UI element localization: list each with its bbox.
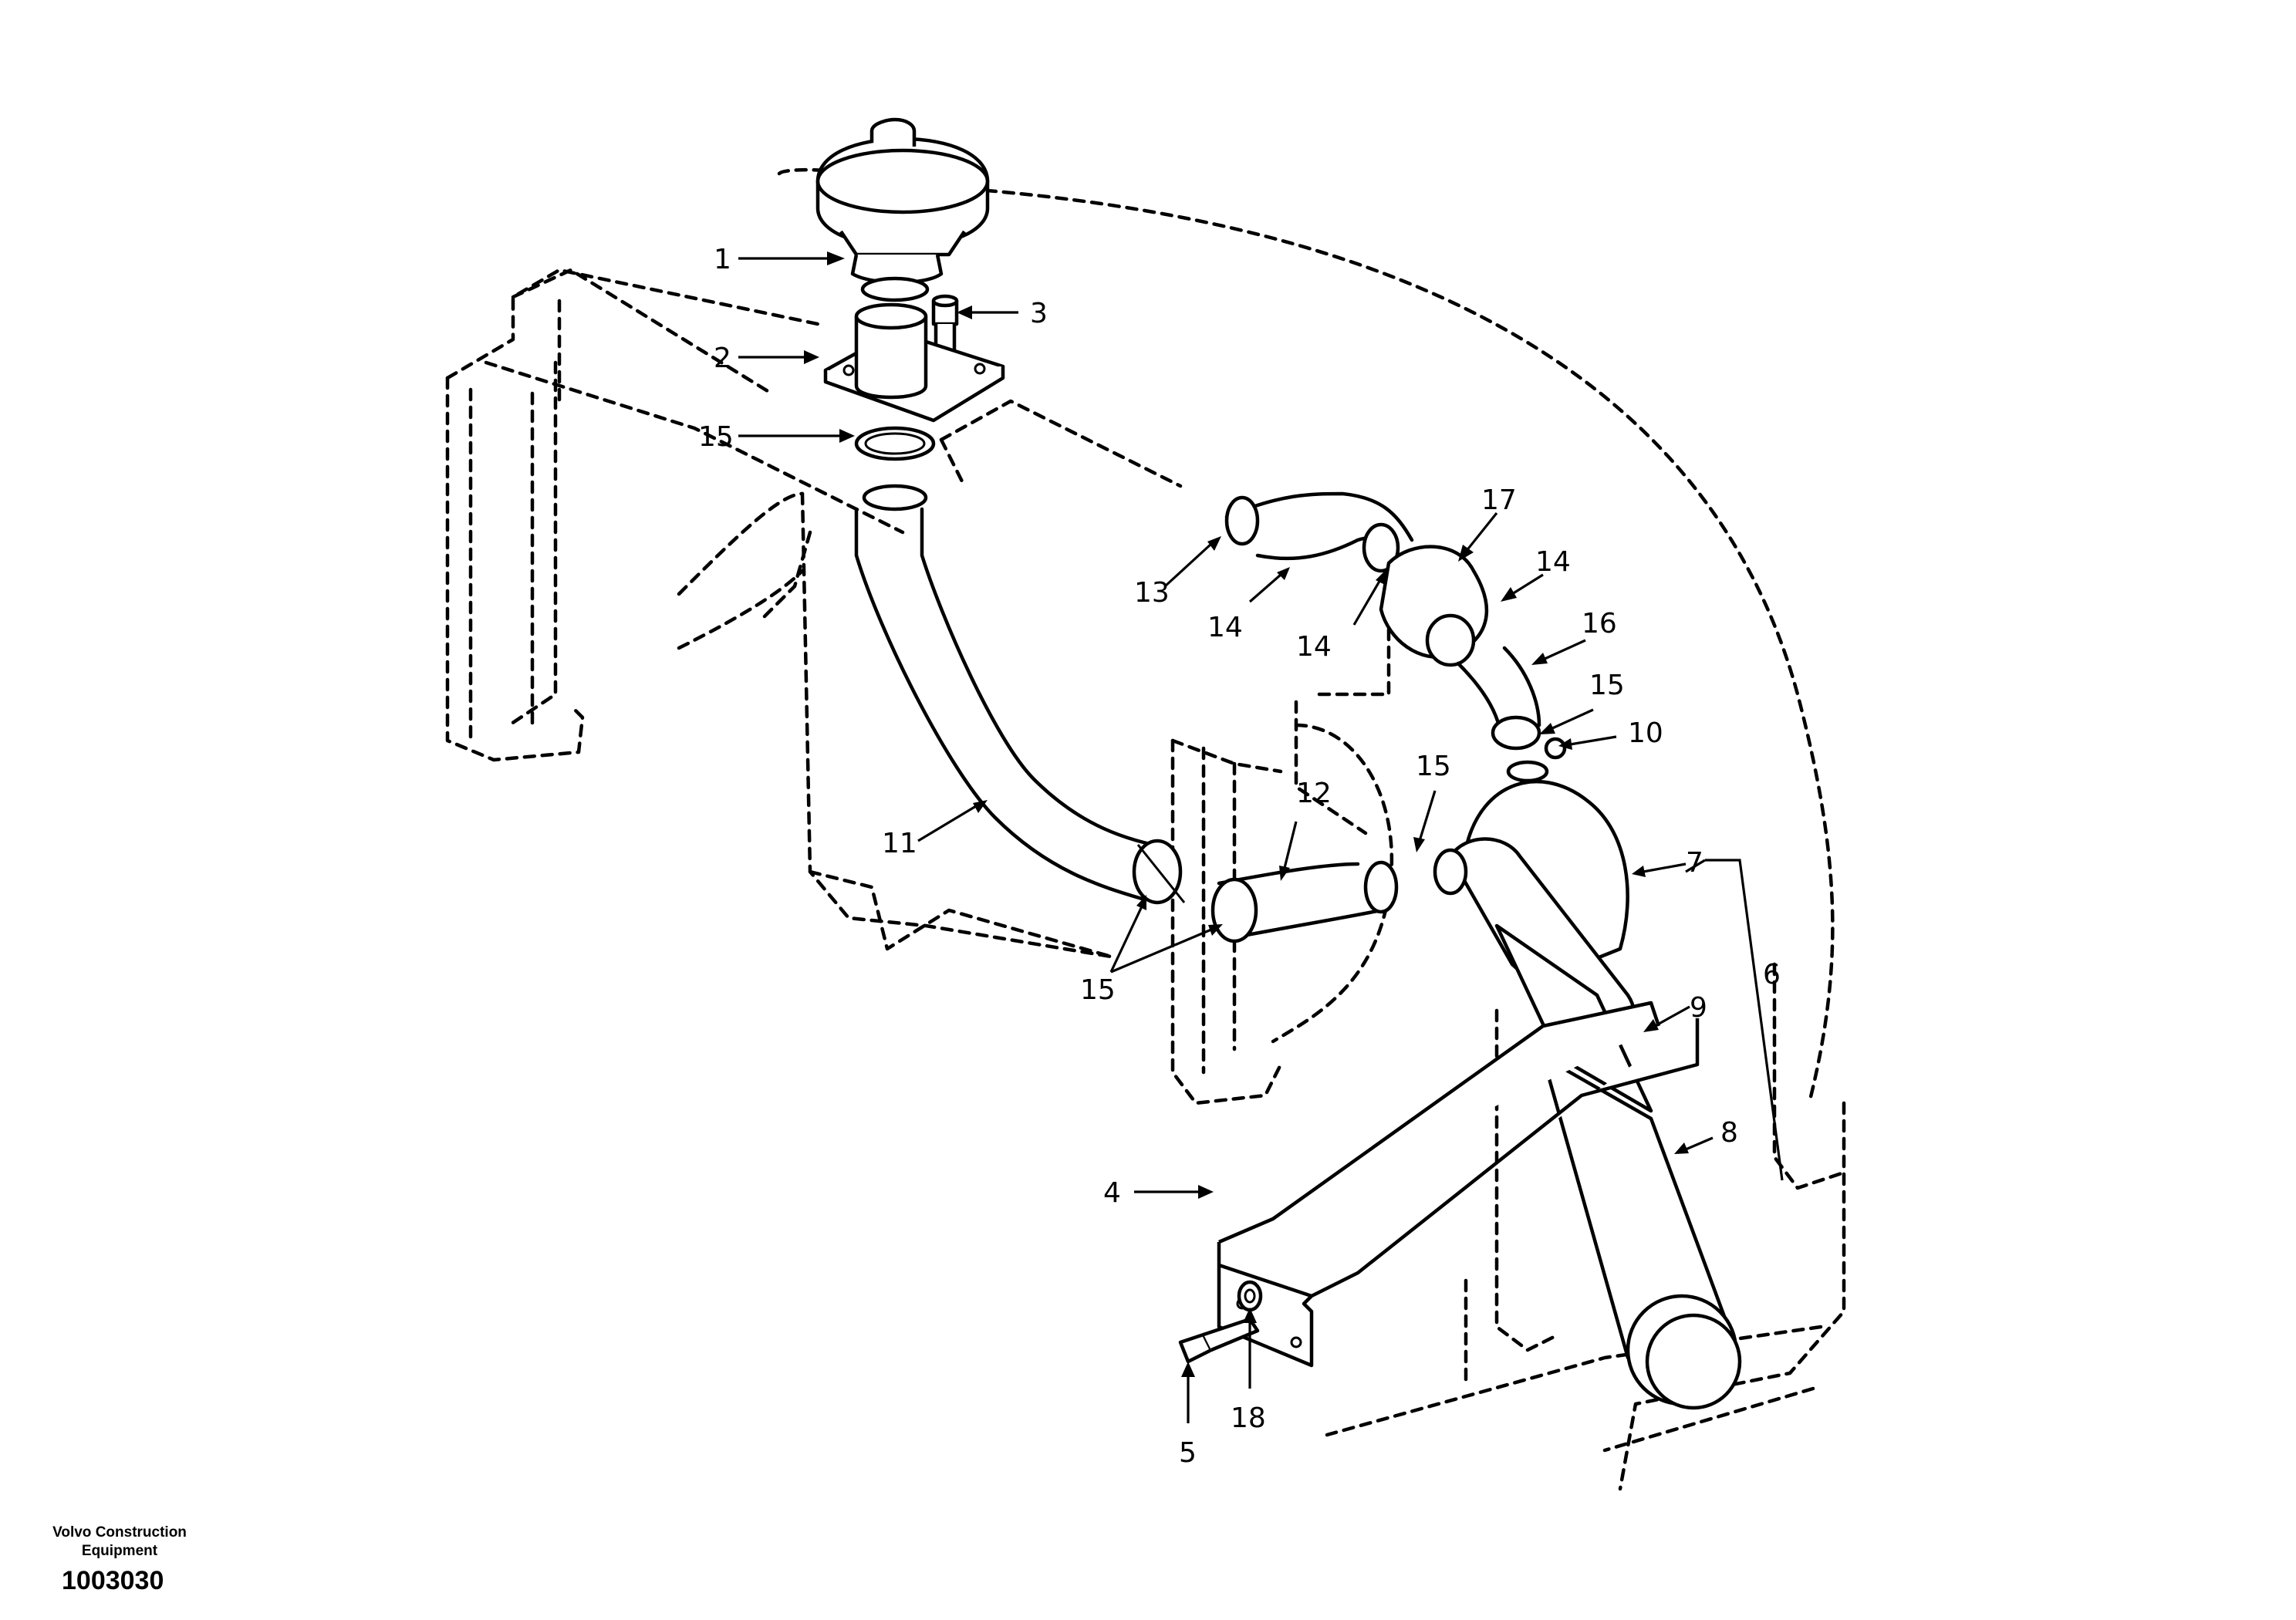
nut-18 <box>1237 1280 1263 1312</box>
clamp-15-top <box>854 426 936 511</box>
callout-2: 2 <box>714 343 731 374</box>
callout-15: 15 <box>1080 974 1116 1006</box>
callout-8: 8 <box>1720 1117 1738 1149</box>
bolt-3 <box>931 294 959 353</box>
document-number: 1003030 <box>62 1566 164 1595</box>
bracket-4 <box>1217 1001 1700 1368</box>
callout-3: 3 <box>1030 298 1048 329</box>
callout-12: 12 <box>1296 778 1332 809</box>
callout-14: 14 <box>1535 546 1571 578</box>
callout-10: 10 <box>1628 717 1663 749</box>
callout-1: 1 <box>714 244 731 275</box>
callout-15: 15 <box>698 421 734 453</box>
callout-9: 9 <box>1690 992 1707 1024</box>
leader-lines <box>738 251 1784 1423</box>
hose-12 <box>1210 860 1399 943</box>
callout-18: 18 <box>1231 1402 1266 1434</box>
machine-outline <box>445 167 1846 1491</box>
callout-5: 5 <box>1179 1437 1197 1469</box>
callout-14: 13 <box>1134 577 1170 609</box>
callout-7: 7 <box>1686 847 1703 879</box>
mounting-flange-2 <box>823 302 1005 423</box>
callout-6: 6 <box>1763 959 1781 991</box>
hose-16 <box>1456 646 1567 760</box>
intake-pipe-11 <box>854 507 1186 905</box>
bolt-5 <box>1178 1317 1260 1364</box>
hose-13 <box>1224 491 1414 573</box>
callout-16: 16 <box>1582 608 1617 640</box>
callout-4: 4 <box>1103 1177 1121 1209</box>
callout-17: 17 <box>1481 484 1517 516</box>
company-name: Volvo Construction Equipment <box>31 1524 208 1561</box>
pre-cleaner <box>815 117 990 302</box>
callout-labels: 1 3 2 15 17 14 13 14 14 16 15 10 15 12 1… <box>698 244 1781 1469</box>
callout-15: 15 <box>1416 751 1451 782</box>
company-line-1: Volvo Construction <box>52 1524 187 1541</box>
callout-15: 15 <box>1589 670 1625 701</box>
callout-14: 14 <box>1296 631 1332 663</box>
callout-11: 11 <box>882 828 917 859</box>
connector-17 <box>1379 545 1489 667</box>
callout-13: 14 <box>1207 612 1243 643</box>
company-line-2: Equipment <box>81 1542 158 1559</box>
